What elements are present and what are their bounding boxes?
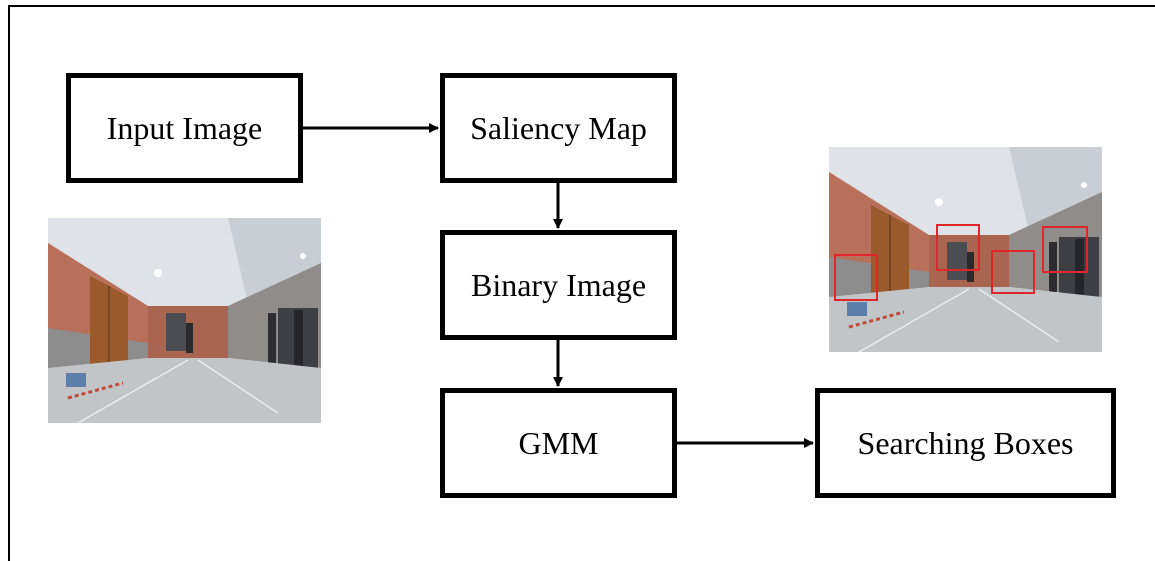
- searching-box: [991, 250, 1035, 294]
- frame-left-border: [8, 5, 10, 561]
- searching-boxes-node: Searching Boxes: [815, 388, 1116, 498]
- gmm-node: GMM: [440, 388, 677, 498]
- frame-top-border: [8, 5, 1155, 7]
- searching-box: [834, 254, 878, 301]
- input-image-node: Input Image: [66, 73, 303, 183]
- binary-image-label: Binary Image: [470, 266, 647, 303]
- binary-image-node: Binary Image: [440, 230, 677, 340]
- searching-box: [1042, 226, 1088, 273]
- gmm-label: GMM: [518, 424, 599, 461]
- saliency-map-node: Saliency Map: [440, 73, 677, 183]
- searching-box: [936, 224, 980, 271]
- saliency-map-label: Saliency Map: [470, 109, 647, 146]
- output-photo-with-searching-boxes: [829, 147, 1102, 352]
- searching-boxes-label: Searching Boxes: [857, 424, 1074, 461]
- input-photo: [48, 218, 321, 423]
- input-image-label: Input Image: [106, 109, 263, 146]
